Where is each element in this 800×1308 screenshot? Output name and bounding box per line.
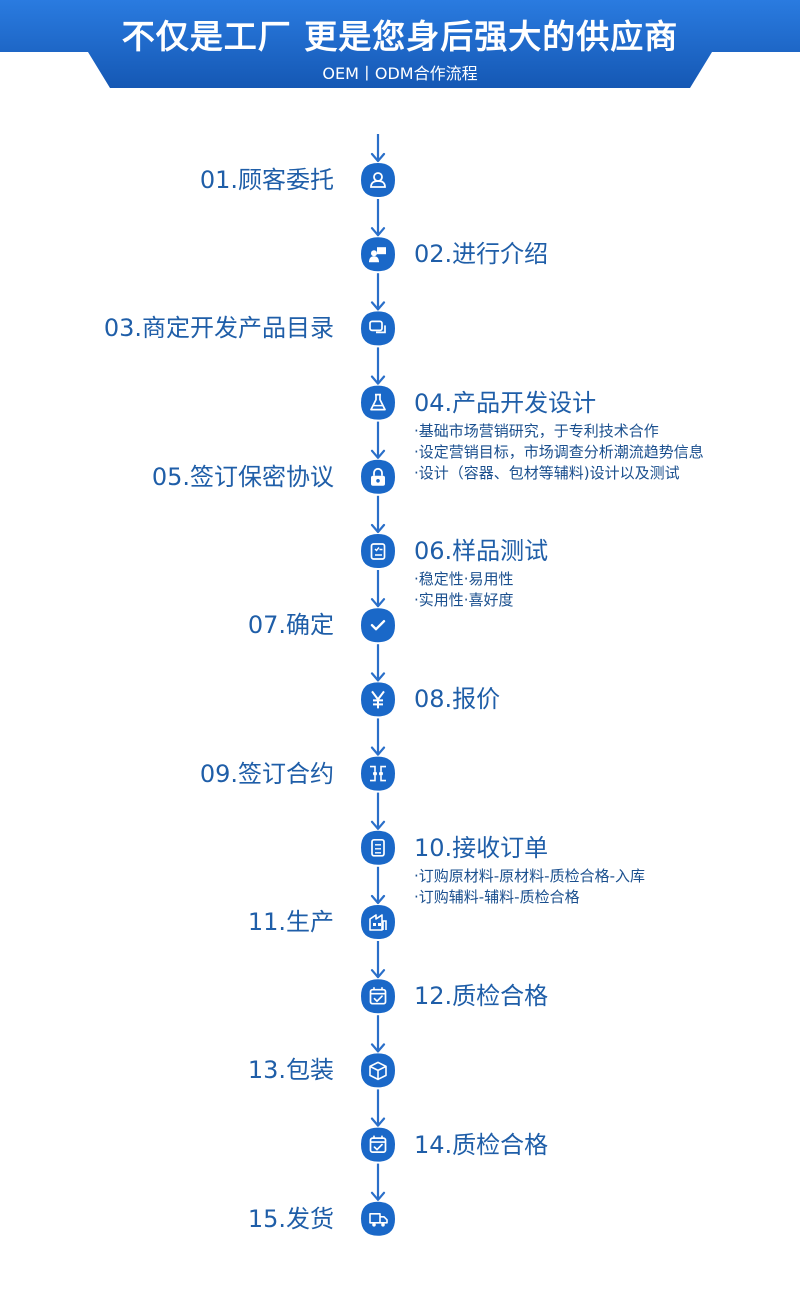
factory-icon [369,914,387,931]
step-node [361,311,395,346]
step-label: 12.质检合格 [414,982,549,1011]
step-label: 10.接收订单 [414,833,549,862]
step-detail: ·订购原材料-原材料-质检合格-入库 [414,866,646,885]
contract-icon [370,765,386,782]
step-detail: ·设定营销目标，市场调查分析潮流趋势信息 [414,442,704,461]
step-node [361,459,395,494]
step-node [361,682,395,717]
step-node [361,756,395,791]
flow-arrow [370,495,386,534]
step-label: 04.产品开发设计 [414,388,597,417]
step-label: 15.发货 [247,1204,334,1233]
calendar-check-icon [369,987,387,1005]
flow-arrow [370,1163,386,1201]
step-label: 13.包装 [247,1056,334,1085]
flow-arrow [370,134,386,163]
flow-arrow [370,1015,386,1053]
step-label: 11.生产 [247,908,334,936]
step-label: 07.确定 [247,611,334,640]
step-node [361,979,395,1014]
yen-icon [371,690,385,709]
chat-icon [369,320,386,334]
step-node [361,1201,395,1236]
flow-arrow [370,792,386,830]
calendar-check-icon [369,1135,387,1153]
step-label: 08.报价 [414,685,501,714]
page-title: 不仅是工厂 更是您身后强大的供应商 [121,17,679,56]
flow-arrow [370,941,386,979]
document-icon [371,838,385,857]
step-node [361,1127,395,1162]
step-label: 02.进行介绍 [414,240,549,269]
page-subtitle: OEM丨ODM合作流程 [322,64,478,83]
presentation-icon [369,247,386,263]
flask-icon [370,393,386,411]
step-label: 14.质检合格 [414,1130,549,1159]
step-label: 06.样品测试 [414,537,549,565]
flow-arrow [370,644,386,682]
truck-icon [369,1213,388,1227]
step-label: 03.商定开发产品目录 [103,314,334,343]
step-label: 09.签订合约 [199,759,334,788]
step-node [361,163,395,197]
flow-arrow [370,347,386,385]
step-detail: ·设计（容器、包材等辅料)设计以及测试 [414,463,680,482]
step-detail: ·基础市场营销研究，于专利技术合作 [414,421,659,440]
flow-arrow [370,1089,386,1127]
step-label: 05.签订保密协议 [151,462,334,491]
step-node [361,534,395,568]
step-node [361,608,395,643]
flow-arrow [370,866,386,905]
user-icon [370,172,386,188]
flow-arrow [370,570,386,608]
step-node [361,905,395,939]
step-detail: ·实用性·喜好度 [414,591,514,609]
step-node [361,830,395,865]
step-node [361,385,395,420]
header-banner [0,0,800,88]
flow-arrow [370,199,386,237]
step-node [361,1053,395,1088]
flow-arrow [370,421,386,459]
step-detail: ·订购辅料-辅料-质检合格 [414,887,580,906]
flow-arrow [370,718,386,756]
step-node [361,237,395,272]
flow-arrow [370,273,386,311]
check-icon [370,620,386,631]
step-detail: ·稳定性·易用性 [414,570,514,588]
step-label: 01.顾客委托 [199,166,334,194]
clipboard-icon [370,543,386,560]
lock-icon [371,467,385,486]
box-icon [369,1061,387,1081]
